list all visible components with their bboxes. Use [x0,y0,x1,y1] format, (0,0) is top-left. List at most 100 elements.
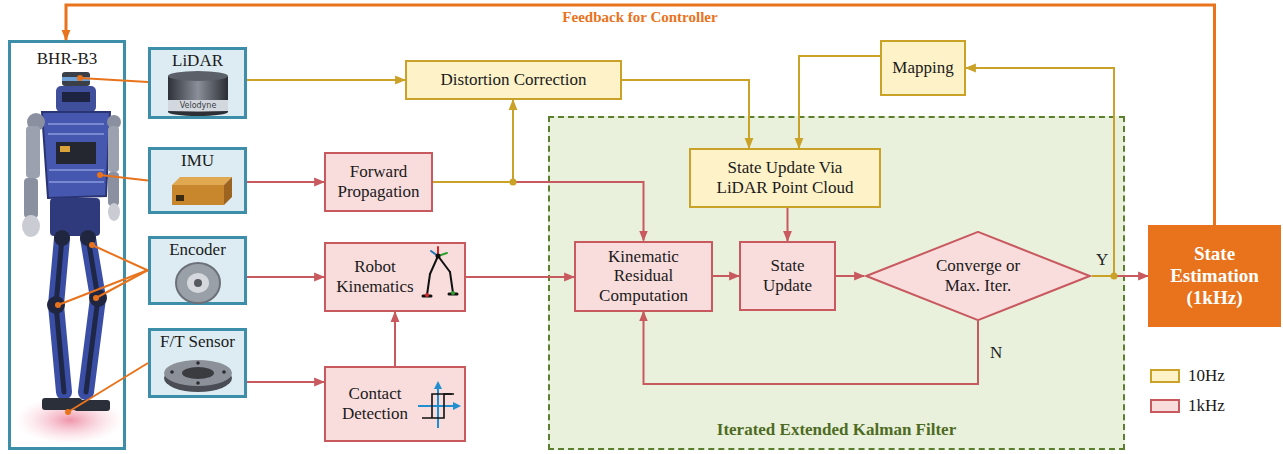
hysteresis-icon [453,402,461,410]
hysteresis-icon [418,405,456,407]
hysteresis-icon [422,394,452,418]
decision-diamond: Converge or Max. Iter. [864,231,1092,321]
robot-figure [108,203,120,221]
hysteresis-icon [432,394,454,418]
edge-label: N [986,343,1006,363]
node-label: Iterated Extended Kalman Filter [717,420,956,440]
force-torque-icon [222,370,226,374]
kinematics-icon [425,293,429,297]
edge-label-holder: Feedback for Controller [440,8,840,26]
force-torque-icon [164,360,232,386]
encoder-icon [187,273,209,293]
encoder-icon [176,263,220,303]
robot-figure [22,215,40,237]
kinematics-icon [427,274,430,295]
edge-label: Y [1092,250,1112,270]
process-box: State Update Via LiDAR Point Cloud [689,148,881,208]
connector [394,312,396,366]
node-label: Encoder [169,240,226,260]
force-torque-icon [196,381,200,385]
output-box: State Estimation (1kHz) [1148,225,1281,327]
connector [80,78,148,82]
robot-figure [50,198,100,236]
junction-dot [510,179,517,186]
imu-icon [176,195,184,201]
robot-figure [86,238,98,392]
lidar-icon [168,71,228,81]
node-label: Distortion Correction [441,70,587,90]
node-label: Mapping [892,58,953,78]
robot-figure [86,238,98,392]
legend-text: 10Hz [1188,366,1225,386]
connector [433,182,644,241]
robot-figure [47,296,65,314]
robot-figure [16,396,124,444]
connector [247,79,405,81]
node-label: Converge or Max. Iter. [918,256,1038,295]
node-label: Kinematic Residual Computation [584,247,703,306]
robot-figure [56,238,64,392]
edge-label: Feedback for Controller [558,9,721,26]
robot-figure [48,123,104,125]
robot-figure [54,230,70,246]
hysteresis-icon [418,381,461,428]
process-box: Mapping [880,40,966,96]
robot-figure [108,126,119,172]
label-holder: Velodyne [166,100,230,111]
process-box: Forward Propagation [324,152,433,212]
imu-icon [172,177,232,205]
node-label: Contact Detection [334,384,416,423]
force-torque-icon [196,361,200,365]
sensor-leader-line [58,270,148,305]
robot-figure [24,178,38,218]
edge-label-holder: Y [1092,250,1108,270]
junction-dot [1111,273,1118,280]
connector [433,100,513,182]
force-torque-icon [164,360,232,392]
connector [836,275,864,277]
robot-figure [42,112,110,198]
connector [466,276,574,278]
leader-dot [93,295,99,301]
sensor-leader-line [96,270,148,298]
legend-swatch [1150,399,1180,413]
robot-figure [49,181,104,183]
node-label: State Update [749,256,826,295]
connector [68,363,148,412]
robot-figure [56,142,96,164]
process-box: State Update [739,241,836,311]
robot-figure [62,92,90,102]
robot-figure [26,126,40,178]
connector [622,80,749,148]
robot-figure [48,124,104,182]
connector [799,56,880,148]
node-label: Robot Kinematics [334,257,416,296]
hysteresis-icon [434,381,442,389]
robot-figure [56,86,96,112]
node-label: State Update Via LiDAR Point Cloud [709,158,861,197]
connector [247,276,324,278]
legend-swatch [1150,369,1180,383]
node-label: Forward Propagation [334,162,423,201]
robot-figure [49,169,104,171]
node-label: LiDAR [172,51,223,71]
robot-figure [48,133,104,135]
robot-figure [56,238,98,392]
leader-dot [55,75,103,415]
filter-group: Iterated Extended Kalman Filter State Upd… [548,116,1125,450]
connector [247,381,324,383]
encoder-icon [194,279,202,287]
kinematics-icon [430,256,450,274]
node-label: BHR-B3 [37,49,97,69]
robot-figure [60,146,70,152]
legend-row: 1kHz [1150,396,1225,416]
process-box: Kinematic Residual Computation [574,241,713,312]
node-label: F/T Sensor [160,332,235,352]
process-box: Distortion Correction [405,60,622,100]
diamond-outline [866,232,1089,320]
force-torque-icon [170,370,174,374]
kinematics-icon [436,254,441,259]
sensor-leader-line [58,270,148,305]
connector [247,181,324,183]
